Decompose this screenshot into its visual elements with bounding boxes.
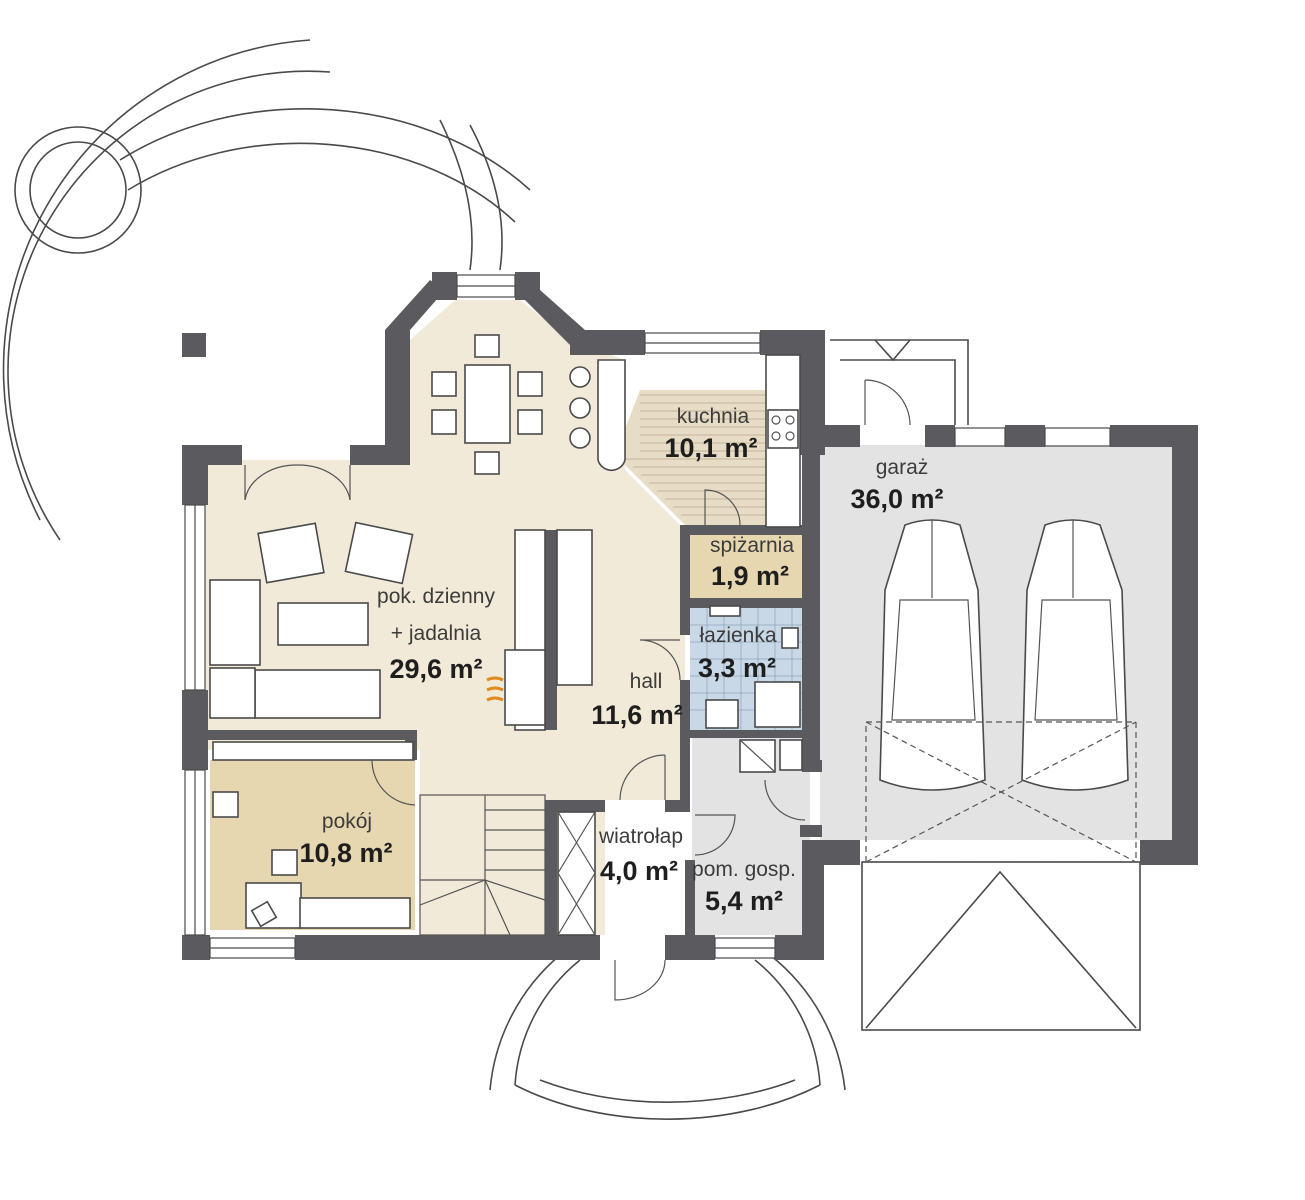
sofa (209, 579, 381, 719)
room-label-bathroom: łazienka 3,3 m² (698, 624, 777, 683)
room-label-hall: hall 11,6 m² (591, 670, 683, 730)
room-label-vestibule: wiatrołap 4,0 m² (598, 825, 683, 886)
room-label-kitchen: kuchnia 10,1 m² (664, 405, 757, 463)
utility-fixtures (739, 739, 803, 773)
car-left (879, 519, 986, 791)
room-label-garage: garaż 36,0 m² (850, 456, 943, 514)
bathroom-name: łazienka (699, 624, 776, 647)
garage-area: 36,0 m² (850, 484, 943, 514)
column-post (182, 333, 206, 357)
garage-name: garaż (876, 456, 929, 479)
bedroom-area: 10,8 m² (299, 838, 392, 868)
bathroom-area: 3,3 m² (698, 653, 776, 683)
windows (184, 274, 1111, 959)
car-right (1021, 519, 1129, 791)
room-label-bedroom: pokój 10,8 m² (299, 810, 392, 868)
living-floor (205, 300, 685, 935)
stairs (419, 794, 546, 936)
utility-floor (692, 737, 810, 935)
hall-area: 11,6 m² (591, 700, 683, 730)
dining-set (431, 334, 543, 475)
entrance-path (489, 954, 846, 1120)
side-porch (830, 339, 969, 426)
wardrobe-hall (557, 811, 596, 936)
utility-area: 5,4 m² (705, 886, 783, 916)
bedroom-furniture (212, 741, 414, 929)
kitchen-name: kuchnia (677, 405, 750, 428)
hall-name: hall (630, 670, 663, 693)
fireplace (486, 529, 593, 731)
garage-door-swing (865, 721, 1137, 863)
patio-door (244, 464, 351, 501)
living-name-1: pok. dzienny (377, 585, 495, 608)
living-name-2: + jadalnia (391, 622, 482, 645)
armchairs (257, 521, 414, 585)
pantry-area: 1,9 m² (711, 561, 789, 591)
vestibule-name: wiatrołap (598, 825, 683, 848)
room-label-pantry: spiżarnia 1,9 m² (710, 534, 794, 591)
kitchen-area: 10,1 m² (664, 433, 757, 463)
living-area: 29,6 m² (389, 654, 482, 684)
kitchen-bar-stools (569, 359, 626, 472)
kitchen-counter (765, 354, 801, 528)
room-label-utility: pom. gosp. 5,4 m² (692, 858, 796, 916)
bathroom-fixtures (705, 605, 801, 729)
garden-path-top-left (2, 39, 531, 541)
vestibule-area: 4,0 m² (600, 856, 678, 886)
doors (371, 489, 806, 1001)
walls (182, 272, 1198, 960)
bedroom-name: pokój (322, 810, 372, 833)
room-label-living: pok. dzienny + jadalnia 29,6 m² (377, 585, 495, 684)
kitchen-floor-pattern (625, 394, 768, 516)
driveway (861, 861, 1141, 1031)
pantry-name: spiżarnia (710, 534, 794, 557)
utility-name: pom. gosp. (692, 858, 796, 881)
pantry-floor (690, 532, 802, 598)
